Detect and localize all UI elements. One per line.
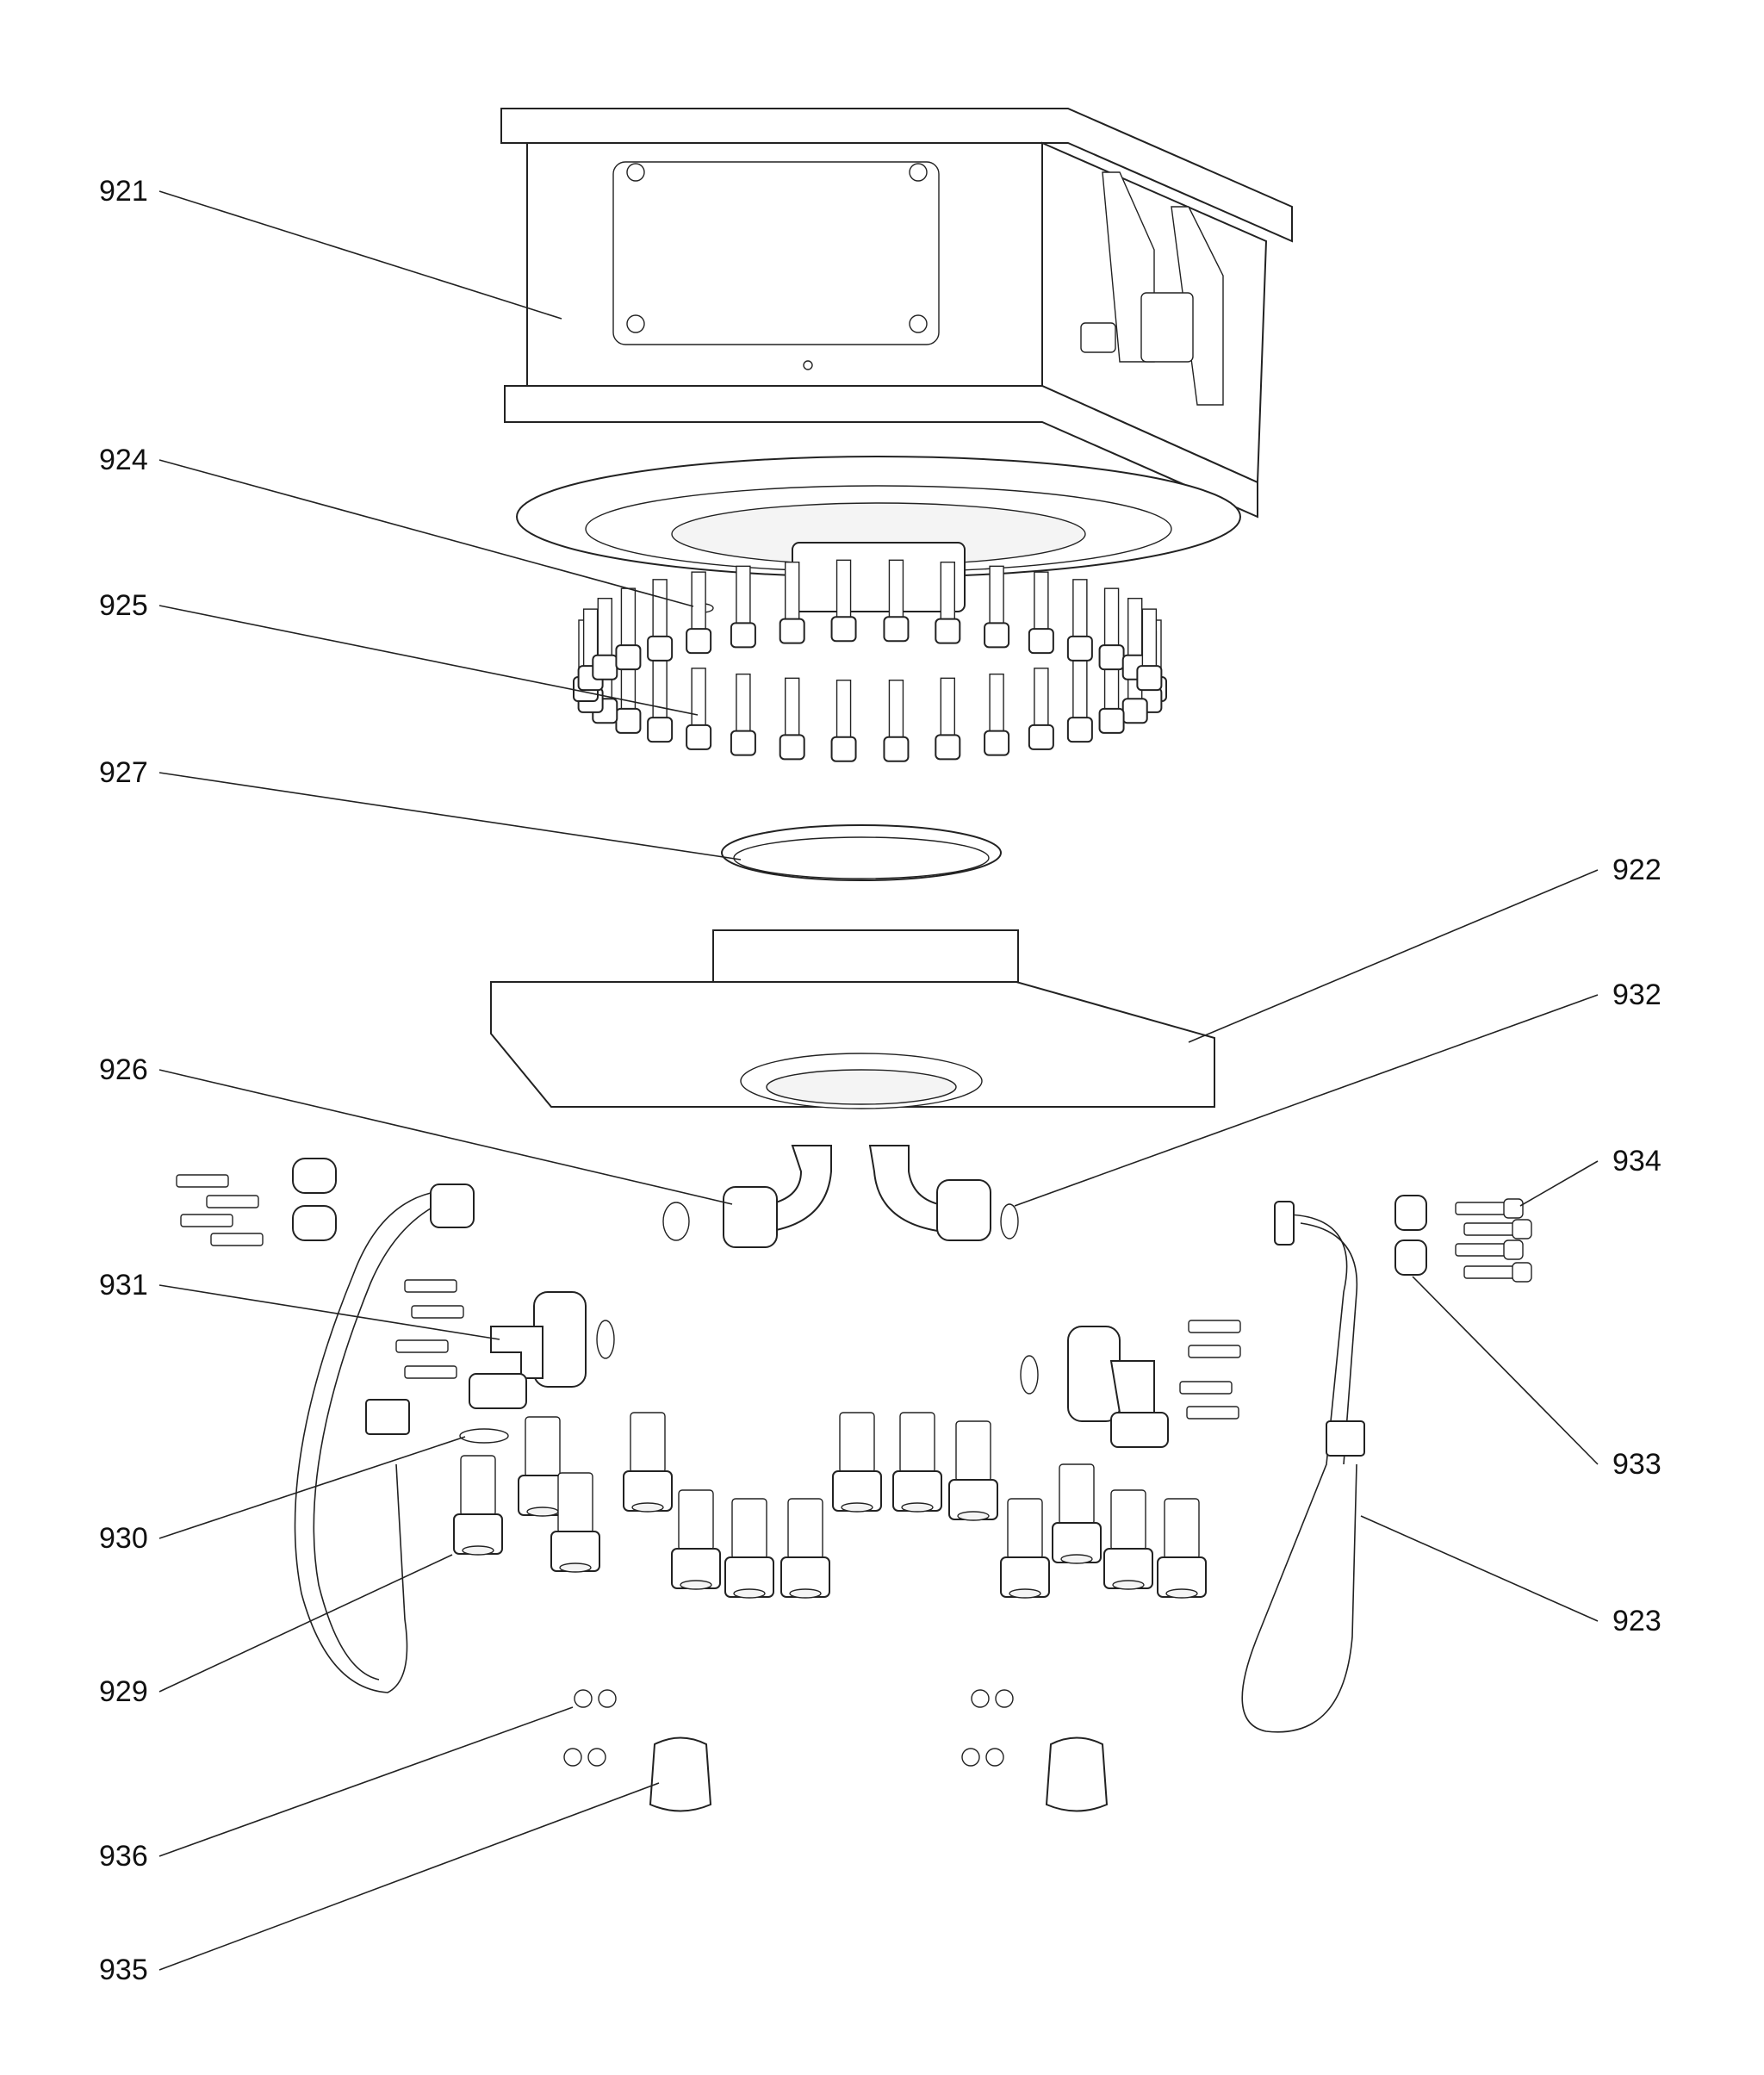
part-936-screws	[563, 1689, 1014, 1767]
part-926-elbow-fittings	[662, 1145, 991, 1248]
fitting	[1103, 1489, 1153, 1590]
fitting	[1052, 1463, 1102, 1564]
part-930-seal	[459, 1428, 509, 1444]
callout-924: 924	[99, 444, 148, 476]
bolt	[883, 559, 910, 643]
bolt	[1066, 660, 1093, 743]
callout-labels: 921 924 925 927 922 932 926 934 931 933 …	[99, 175, 1662, 1986]
bolt	[647, 579, 674, 662]
bolt	[830, 559, 857, 643]
callout-922: 922	[1612, 854, 1662, 886]
part-935-flange-cap	[649, 1736, 1109, 1812]
elbow-flange-right	[1020, 1320, 1241, 1448]
bolt	[647, 660, 674, 743]
bolt	[686, 668, 712, 750]
callout-932: 932	[1612, 978, 1662, 1011]
fitting	[1157, 1498, 1207, 1599]
bolt	[984, 565, 1010, 649]
bolt	[730, 565, 756, 649]
callout-923: 923	[1612, 1605, 1662, 1637]
callout-930: 930	[99, 1522, 148, 1555]
part-927-seal-ring	[721, 824, 1002, 881]
fitting	[671, 1489, 721, 1590]
fitting	[453, 1455, 503, 1556]
part-925-bolts	[573, 559, 1167, 762]
fitting	[892, 1412, 942, 1513]
bolt	[779, 561, 805, 644]
bolt	[686, 571, 712, 655]
bolt	[592, 598, 618, 680]
bolt	[830, 680, 857, 762]
bolt	[1028, 571, 1054, 655]
hose-left	[294, 1183, 475, 1693]
bolt	[1066, 579, 1093, 662]
callout-933: 933	[1612, 1448, 1662, 1481]
bolt	[883, 680, 910, 762]
part-921-housing	[500, 108, 1293, 612]
bolt	[935, 677, 961, 761]
part-932-o-ring	[1000, 1203, 1019, 1239]
callout-931: 931	[99, 1269, 148, 1302]
callout-934: 934	[1612, 1145, 1662, 1177]
part-934-bolts	[1455, 1198, 1532, 1283]
part-931-elbow-flange	[395, 1279, 615, 1409]
bolt	[984, 673, 1010, 756]
bolt	[1098, 587, 1125, 671]
bolt	[935, 561, 961, 644]
bolt	[615, 587, 642, 671]
fitting	[780, 1498, 830, 1599]
bolt	[1028, 668, 1054, 750]
part-933-split-flange	[1394, 1195, 1427, 1276]
part-929-fittings	[453, 1412, 1207, 1599]
part-923-hose-right	[1241, 1201, 1365, 1733]
fitting	[832, 1412, 882, 1513]
callout-936: 936	[99, 1840, 148, 1873]
fitting	[623, 1412, 673, 1513]
callout-929: 929	[99, 1675, 148, 1708]
callout-926: 926	[99, 1053, 148, 1086]
bolt	[1136, 608, 1163, 692]
fitting	[724, 1498, 774, 1599]
callout-925: 925	[99, 589, 148, 622]
callout-921: 921	[99, 175, 148, 208]
fitting	[550, 1472, 600, 1573]
bolt	[730, 673, 756, 756]
callout-935: 935	[99, 1954, 148, 1986]
fitting	[948, 1420, 998, 1521]
part-922-plate	[490, 929, 1215, 1109]
left-bolts-split-flange	[176, 1158, 337, 1246]
callout-927: 927	[99, 756, 148, 789]
fitting	[1000, 1498, 1050, 1599]
leader-lines	[158, 190, 1599, 1971]
bolt	[779, 677, 805, 761]
